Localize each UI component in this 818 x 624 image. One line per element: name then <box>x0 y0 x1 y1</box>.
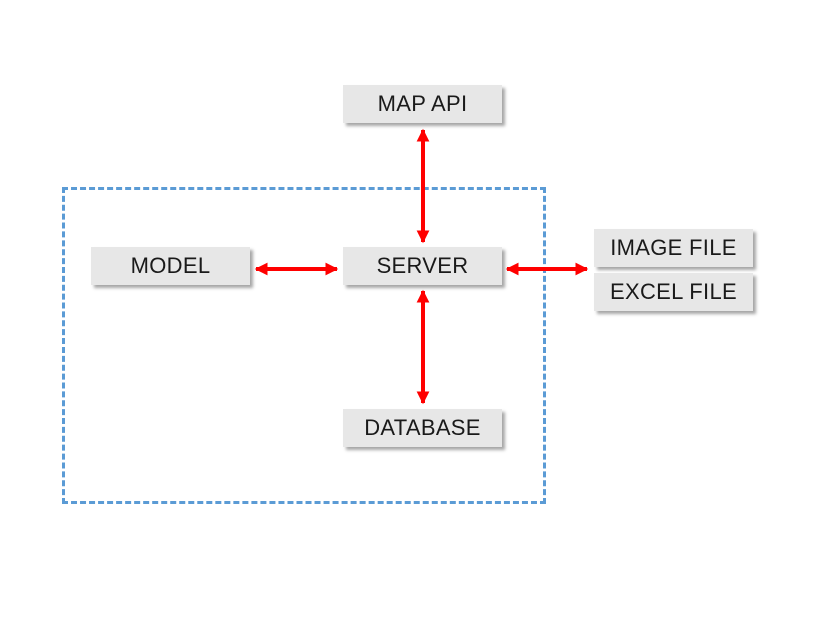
map-api-node: MAP API <box>343 85 502 123</box>
system-boundary <box>62 187 546 504</box>
excel-file-node: EXCEL FILE <box>594 273 753 311</box>
database-node: DATABASE <box>343 409 502 447</box>
image-file-label: IMAGE FILE <box>610 235 737 260</box>
image-file-node: IMAGE FILE <box>594 229 753 267</box>
map-api-label: MAP API <box>377 91 468 116</box>
model-node: MODEL <box>91 247 250 285</box>
server-label: SERVER <box>376 253 469 278</box>
excel-file-label: EXCEL FILE <box>610 279 737 304</box>
model-label: MODEL <box>130 253 211 278</box>
server-node: SERVER <box>343 247 502 285</box>
database-label: DATABASE <box>364 415 481 440</box>
